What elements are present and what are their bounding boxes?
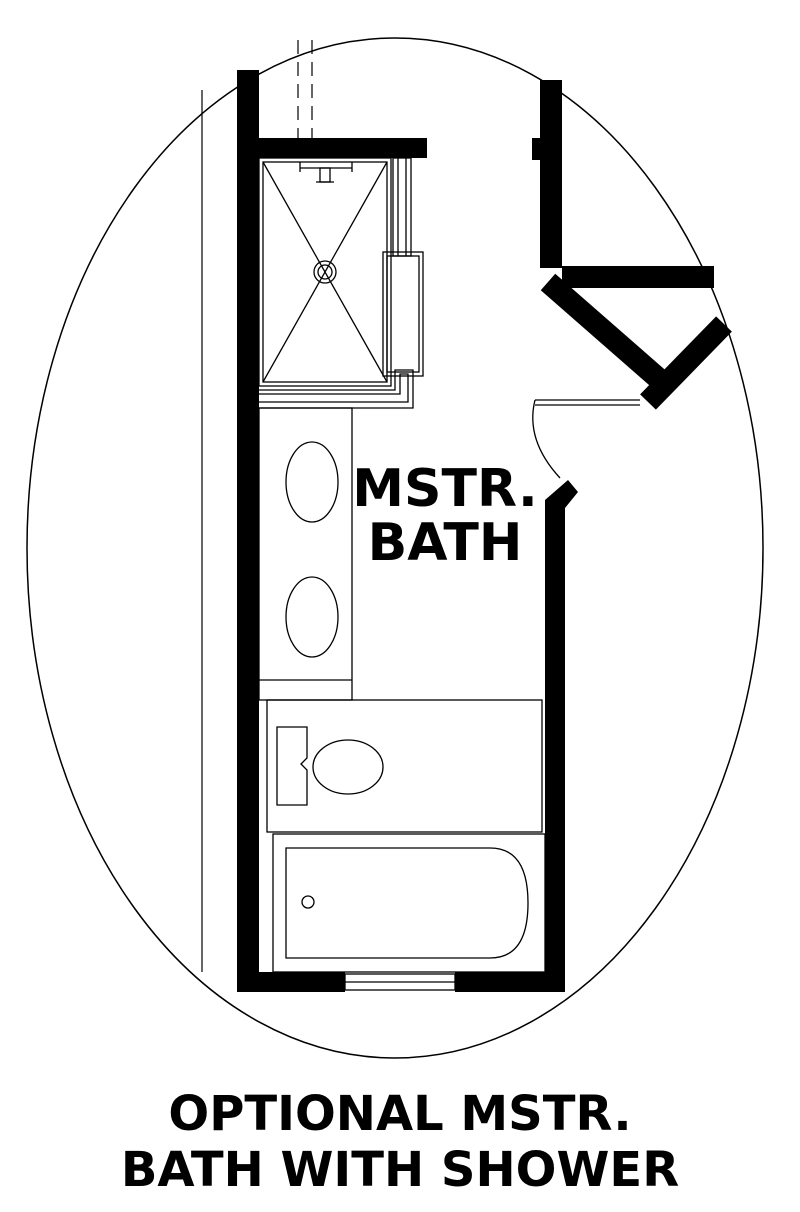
dashed-wall-line: [297, 40, 313, 140]
bathtub: [272, 833, 546, 973]
shower-stall: [258, 157, 392, 387]
caption-line-1: OPTIONAL MSTR.: [168, 1086, 632, 1142]
tub-drain: [301, 895, 315, 909]
angled-walls: [540, 273, 732, 410]
caption: OPTIONAL MSTR. BATH WITH SHOWER: [0, 1086, 800, 1198]
room-label: MSTR. BATH: [330, 462, 560, 570]
room-label-line-2: BATH: [367, 513, 523, 573]
shower-drain: [313, 260, 337, 284]
shower-door: [259, 157, 424, 409]
caption-line-2: BATH WITH SHOWER: [120, 1142, 680, 1198]
entry-door: [532, 399, 640, 479]
window: [344, 973, 456, 991]
door-jamb: [545, 480, 578, 508]
room-label-line-1: MSTR.: [352, 459, 538, 519]
sink: [285, 576, 339, 658]
detail-ellipse: [26, 37, 764, 1059]
double-vanity: [258, 407, 353, 701]
sink: [285, 441, 339, 523]
shower-head: [299, 162, 353, 183]
toilet: [266, 699, 543, 833]
thick-walls: [237, 70, 714, 992]
